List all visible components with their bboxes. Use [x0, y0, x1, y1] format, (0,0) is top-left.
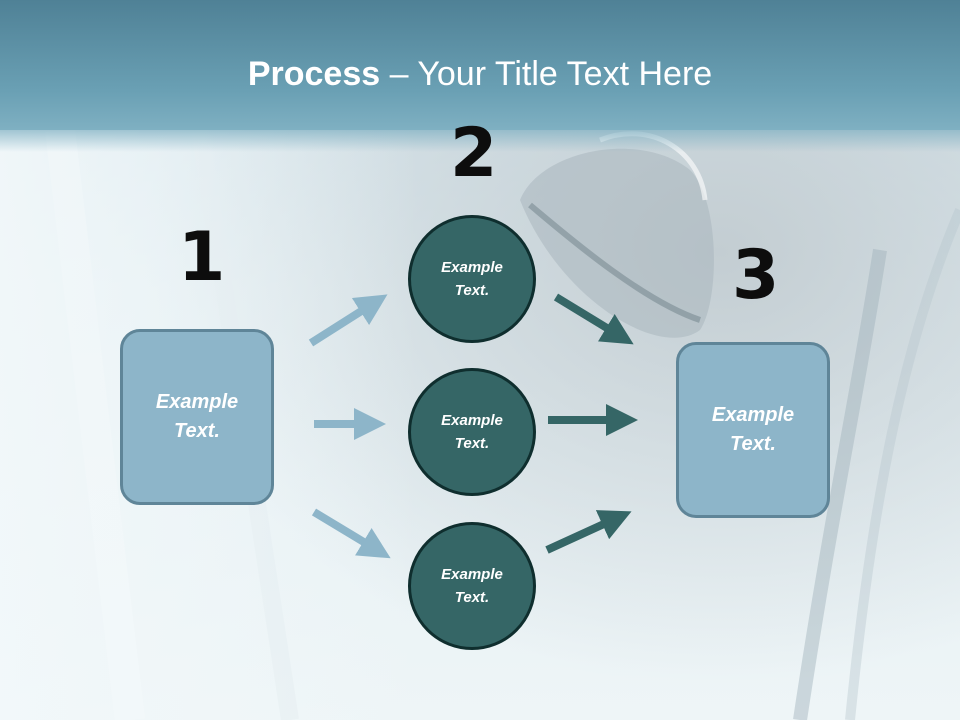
circle-middle-text: Example Text. — [441, 412, 503, 452]
step-number-1: 1 — [178, 218, 226, 297]
right-box-text: Example Text. — [711, 404, 795, 455]
process-circle-top: Example Text. — [408, 215, 536, 343]
arrow-left-to-top — [308, 294, 388, 347]
arrow-left-to-bottom — [311, 508, 391, 559]
right-process-box: Example Text. — [676, 342, 830, 518]
title-rest: – Your Title Text Here — [380, 55, 713, 93]
circle-bottom-text: Example Text. — [441, 566, 503, 606]
circle-top-text: Example Text. — [441, 259, 503, 299]
slide-title: Process – Your Title Text Here — [0, 52, 960, 96]
arrow-bottom-to-right — [545, 510, 632, 554]
title-band — [0, 0, 960, 152]
title-bold: Process — [247, 55, 381, 93]
step-number-2: 2 — [450, 114, 498, 193]
left-box-text: Example Text. — [155, 391, 239, 442]
arrow-top-to-right — [553, 293, 634, 345]
step-number-3: 3 — [732, 236, 780, 315]
process-circle-middle: Example Text. — [408, 368, 536, 496]
left-process-box: Example Text. — [120, 329, 274, 505]
process-circle-bottom: Example Text. — [408, 522, 536, 650]
